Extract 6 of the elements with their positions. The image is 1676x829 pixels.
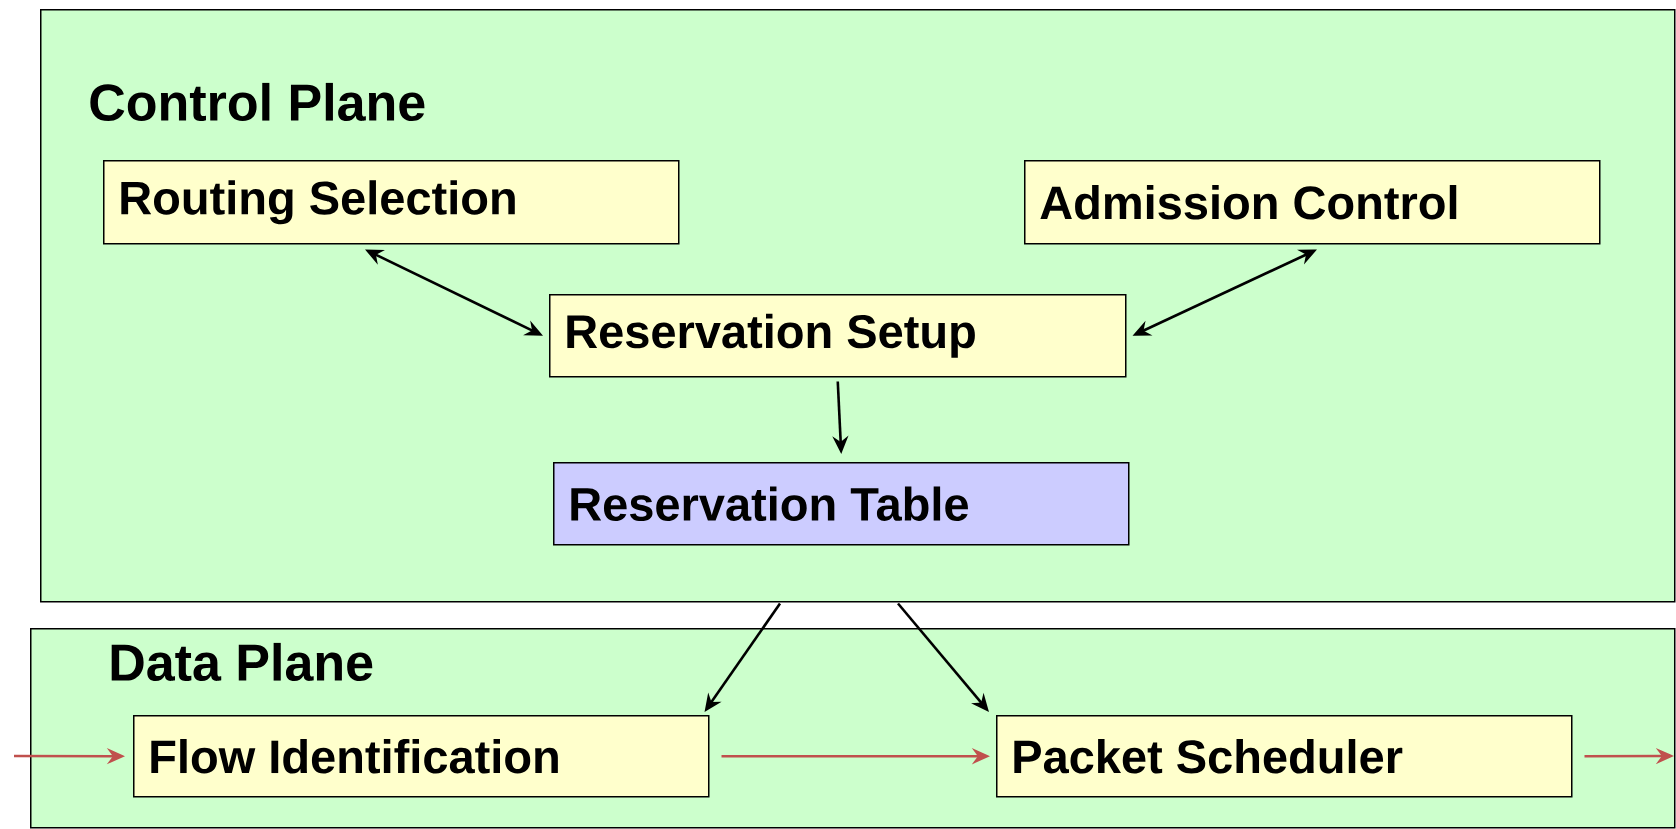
process-box: Flow Identification (133, 715, 710, 798)
process-box: Packet Scheduler (996, 715, 1573, 798)
process-box: Reservation Setup (549, 294, 1127, 378)
process-box: Routing Selection (103, 160, 680, 245)
process-box: Admission Control (1024, 160, 1601, 245)
process-box: Reservation Table (553, 462, 1130, 546)
